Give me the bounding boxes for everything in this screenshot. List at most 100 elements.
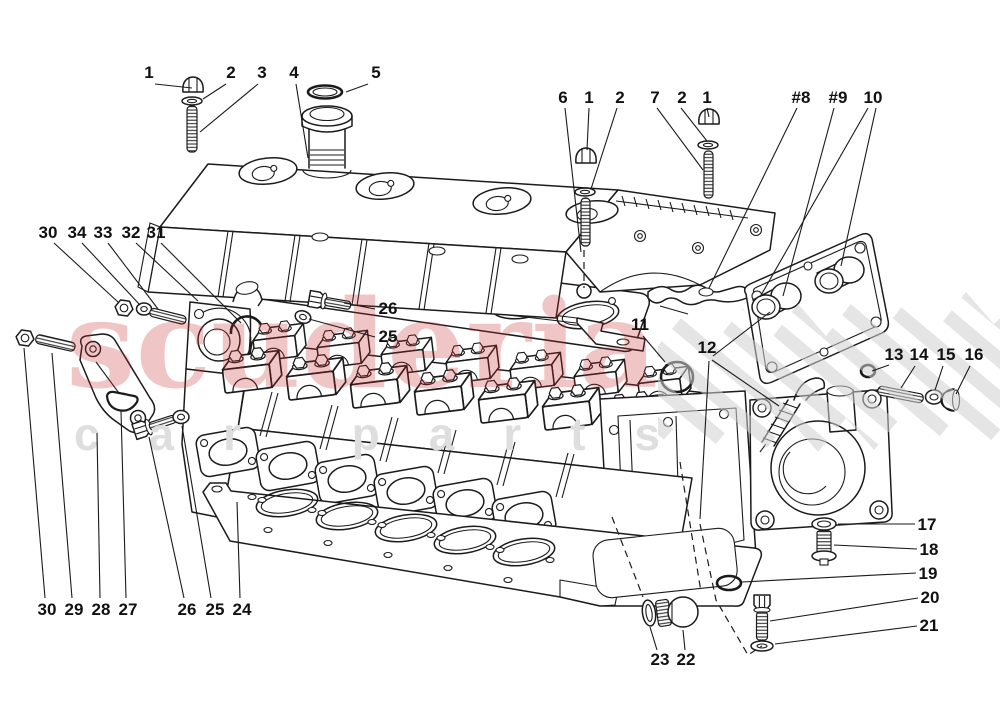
callout-24: 24 xyxy=(233,600,252,619)
washer-17 xyxy=(811,517,837,531)
callout-5: 5 xyxy=(371,63,380,82)
gasket-small-holes xyxy=(247,493,555,584)
callout-1: 1 xyxy=(584,88,593,107)
callout-26: 26 xyxy=(178,600,197,619)
leader-line xyxy=(741,572,917,583)
rear-cover-gasket xyxy=(647,284,750,315)
leader-line xyxy=(642,335,666,363)
leader-line xyxy=(708,107,798,289)
callout-31: 31 xyxy=(147,223,166,242)
callout-17: 17 xyxy=(918,515,937,534)
leader-line xyxy=(759,107,869,298)
leader-line xyxy=(871,364,890,372)
leader-line xyxy=(586,107,590,151)
watermark-brand-text: scuderia xyxy=(66,272,658,416)
seal-ring-23 xyxy=(641,599,657,627)
callout-34: 34 xyxy=(68,223,87,242)
nut-30-lower xyxy=(14,328,36,348)
assembly-dashed-line xyxy=(699,523,763,656)
bushing-10 xyxy=(814,256,865,294)
callout-10: 10 xyxy=(864,88,883,107)
leader-line xyxy=(295,83,309,159)
stud-33 xyxy=(149,307,187,325)
stud-set-7 xyxy=(697,108,720,199)
leader-line xyxy=(343,302,376,310)
callout-18: 18 xyxy=(920,540,939,559)
leader-line xyxy=(649,626,658,651)
callout-1: 1 xyxy=(702,88,711,107)
leader-line xyxy=(308,318,376,338)
callout-2: 2 xyxy=(677,88,686,107)
leader-line xyxy=(934,365,944,391)
leader-line xyxy=(900,365,916,389)
callout-30: 30 xyxy=(39,223,58,242)
leader-line xyxy=(782,107,835,297)
filler-oring xyxy=(306,84,344,100)
callout-23: 23 xyxy=(651,650,670,669)
cover-panel-ribs xyxy=(217,230,502,315)
callout-h9: #9 xyxy=(829,88,848,107)
leader-line xyxy=(680,107,708,142)
leader-line xyxy=(154,83,193,89)
callout-3: 3 xyxy=(257,63,266,82)
plug-22 xyxy=(655,596,699,628)
watermark-sub-text: car parts xyxy=(74,408,660,460)
leader-line xyxy=(23,347,46,599)
callout-2: 2 xyxy=(615,88,624,107)
callout-21: 21 xyxy=(920,616,939,635)
leader-line xyxy=(840,107,877,267)
leader-line xyxy=(564,107,582,253)
leader-line xyxy=(160,242,242,324)
leader-line xyxy=(711,359,780,407)
callout-15: 15 xyxy=(937,345,956,364)
leader-line xyxy=(53,242,119,303)
leader-line xyxy=(833,544,918,550)
leader-line xyxy=(202,83,227,100)
bolt-26-mid xyxy=(306,289,352,311)
leader-line xyxy=(774,625,918,645)
inter-port-struts xyxy=(259,391,575,499)
leader-line xyxy=(148,436,185,599)
leader-line xyxy=(96,432,101,599)
callout-22: 22 xyxy=(677,650,696,669)
oring-19 xyxy=(715,574,743,592)
callout-33: 33 xyxy=(94,223,113,242)
callout-16: 16 xyxy=(965,345,984,364)
cover-corner-boss xyxy=(576,283,592,299)
callout-20: 20 xyxy=(921,588,940,607)
leader-line xyxy=(199,83,259,133)
leader-line xyxy=(699,360,710,520)
callout-7: 7 xyxy=(650,88,659,107)
callout-29: 29 xyxy=(65,600,84,619)
washer-34 xyxy=(135,302,153,316)
leader-line xyxy=(135,242,199,302)
assembly-dashed-line xyxy=(611,516,644,598)
bushing-9 xyxy=(751,282,802,320)
washer-25-lower xyxy=(172,409,190,425)
half-moon-seal-27 xyxy=(105,390,139,412)
callout-12: 12 xyxy=(698,338,717,357)
callout-11: 11 xyxy=(631,315,649,334)
leader-line xyxy=(955,365,971,395)
leader-line xyxy=(120,410,127,599)
callout-14: 14 xyxy=(910,345,929,364)
leader-line xyxy=(706,107,710,118)
stud-set-left xyxy=(181,76,204,153)
assembly-dashed-line xyxy=(679,461,702,593)
callout-2: 2 xyxy=(226,63,235,82)
callout-h8: #8 xyxy=(792,88,811,107)
callout-6: 6 xyxy=(558,88,567,107)
callout-28: 28 xyxy=(92,600,111,619)
leader-line xyxy=(345,83,369,93)
leader-line xyxy=(590,107,618,190)
stud-set-6 xyxy=(574,147,597,247)
leader-line xyxy=(51,352,73,599)
stud-29 xyxy=(35,334,76,352)
callout-1: 1 xyxy=(144,63,153,82)
callout-19: 19 xyxy=(919,564,938,583)
oil-filler-neck xyxy=(301,105,353,179)
leader-line xyxy=(107,242,159,310)
